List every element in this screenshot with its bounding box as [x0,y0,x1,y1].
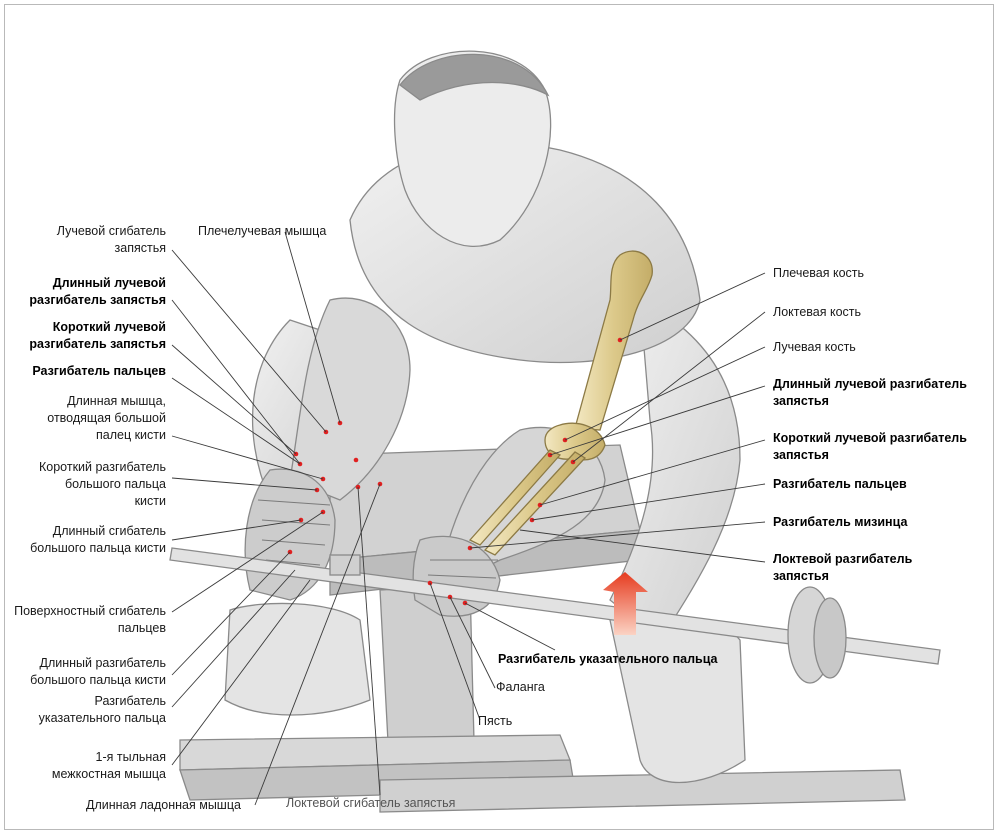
label-ulna: Локтевая кость [773,305,862,319]
label-palmaris-longus: Длинная ладонная мышца [86,798,241,812]
barbell [169,547,941,684]
label-ext-digiti-minimi: Разгибатель мизинца [773,515,908,529]
upward-arrow [603,572,648,635]
label-metacarpus: Пясть [478,714,513,728]
label-brachioradialis: Плечелучевая мышца [198,224,327,238]
label-ext-digitorum-left: Разгибатель пальцев [32,364,166,378]
label-flexor-carpi-ulnaris: Локтевой сгибатель запястья [286,796,456,810]
label-radius: Лучевая кость [773,340,856,354]
torso [349,50,701,364]
label-ext-indicis-right: Разгибатель указательного пальца [498,652,718,666]
label-phalanx: Фаланга [496,680,545,694]
leader-lines [171,231,766,806]
image-frame [4,4,994,830]
label-ext-digitorum-right: Разгибатель пальцев [773,477,907,491]
arm-bones [468,250,653,556]
label-humerus: Плечевая кость [773,266,865,280]
